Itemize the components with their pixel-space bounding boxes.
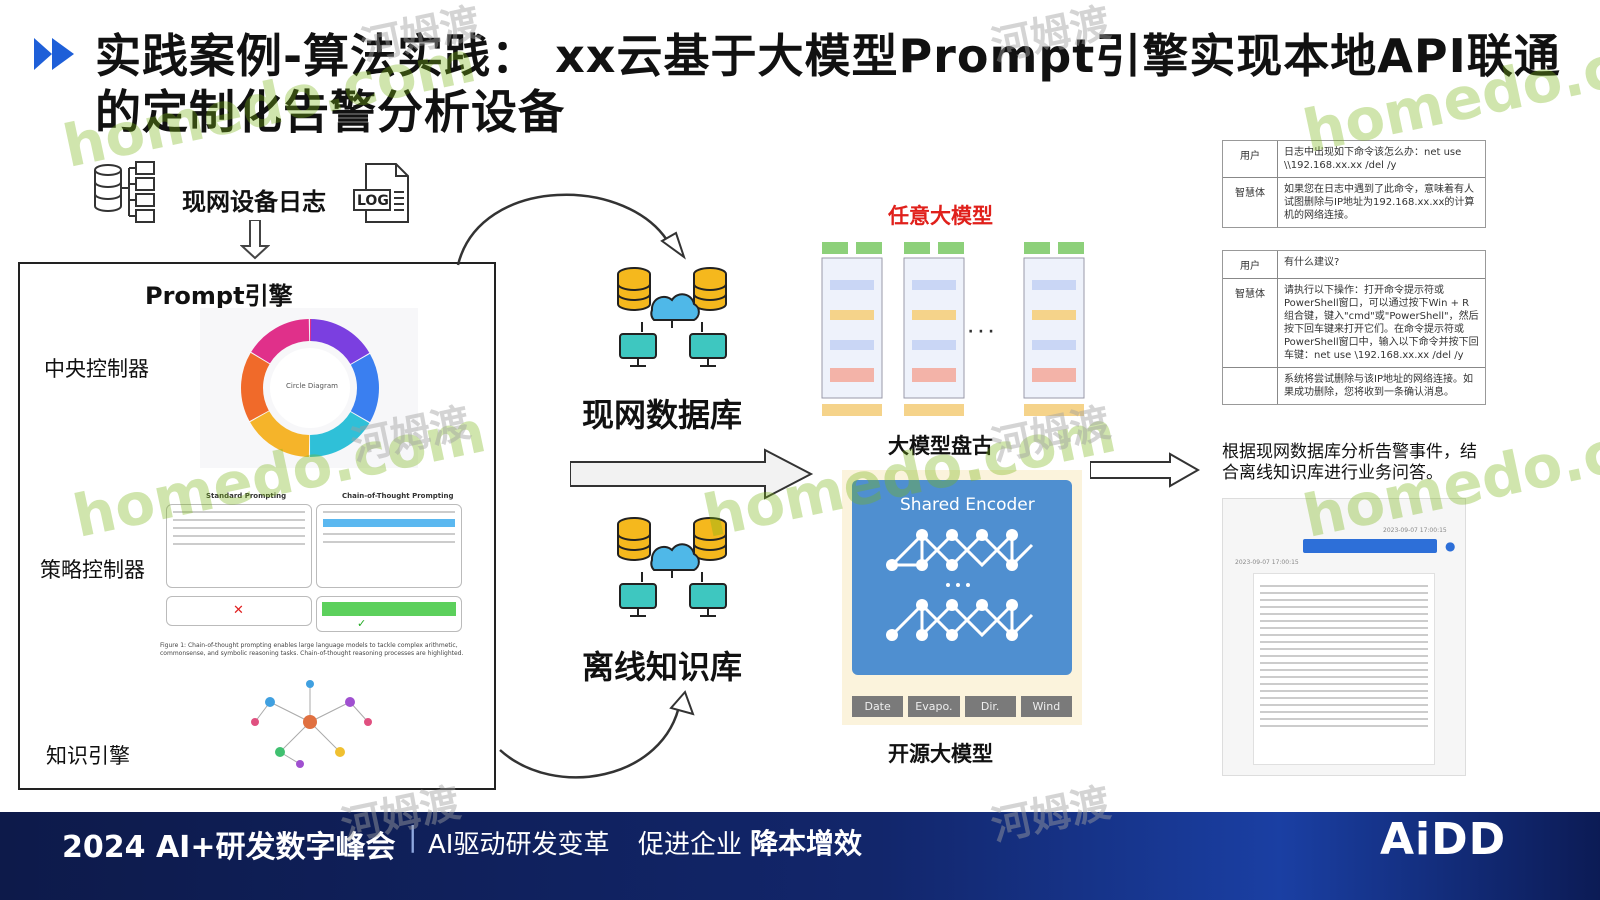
cot-prompting-label: Chain-of-Thought Prompting [342,492,454,500]
stack-ellipsis: · · · [968,324,994,340]
online-database-label: 现网数据库 [582,396,743,434]
figure-caption: Figure 1: Chain-of-thought prompting ena… [160,642,464,657]
slide-title: 实践案例-算法实践： xx云基于大模型Prompt引擎实现本地API联通的定制化… [95,29,1561,139]
prompt-engine-label: Prompt引擎 [145,282,293,310]
chat-message: 如果您在日志中遇到了此命令，意味着有人试图删除与IP地址为192.168.xx.… [1284,184,1475,221]
circle-diagram: Circle Diagram [200,308,418,468]
chat-panel-1: 用户日志中出现如下命令该怎么办：net use \\192.168.xx.xx … [1222,140,1486,228]
device-log-label: 现网设备日志 [182,188,326,216]
prompt-engine-box [18,262,496,790]
central-controller-label: 中央控制器 [44,357,149,381]
user-avatar-icon: ● [1445,539,1456,553]
cot-output-panel: ✓ [316,596,462,632]
chat-panel-2: 用户有什么建议? 智慧体请执行以下操作：打开命令提示符或PowerShell窗口… [1222,250,1486,405]
phone-user-bubble [1303,539,1437,553]
wrong-mark-icon: ✕ [233,603,244,618]
footer-slogan-highlight: 降本增效 [750,827,863,860]
right-arrow-middle [569,448,815,504]
strategy-controller-label: 策略控制器 [40,558,145,582]
chat-speaker: 用户 [1223,141,1278,177]
any-model-label: 任意大模型 [888,204,993,228]
chat-speaker: 用户 [1223,251,1278,278]
encoder-input-dir: Dir. [964,696,1016,717]
knowledge-graph-icon [240,672,380,776]
shared-encoder-label: Shared Encoder [900,495,1035,515]
open-source-model-diagram: Shared Encoder Date Evapo. Dir. Wind [842,470,1082,725]
circle-diagram-text: Circle Diagram [286,382,338,390]
chat-row: 系统将尝试删除与该IP地址的网络连接。如果成功删除，您将收到一条确认消息。 [1223,368,1485,404]
phone-chat-screenshot: 2023-09-07 17:00:15 ● 2023-09-07 17:00:1… [1222,498,1466,776]
title-arrow-icon [34,36,82,76]
chat-message: 系统将尝试删除与该IP地址的网络连接。如果成功删除，您将收到一条确认消息。 [1284,374,1473,398]
down-arrow-icon [239,219,271,264]
right-arrow-right [1089,452,1202,492]
footer-event: 2024 AI+研发数字峰会 [62,830,396,865]
log-file-icon [352,162,414,228]
open-source-model-label: 开源大模型 [888,742,993,766]
cot-prompting-figure: Standard Prompting Chain-of-Thought Prom… [160,490,468,665]
encoder-input-wind: Wind [1020,696,1072,717]
chat-row: 智慧体请执行以下操作：打开命令提示符或PowerShell窗口，可以通过按下Wi… [1223,279,1485,368]
curved-arrow-top [450,185,700,279]
encoder-inputs: Date Evapo. Dir. Wind [852,696,1072,717]
right-description: 根据现网数据库分析告警事件，结合离线知识库进行业务问答。 [1222,442,1477,483]
shared-encoder-box [852,480,1072,675]
correct-mark-icon: ✓ [357,617,367,630]
chat-row: 智慧体如果您在日志中遇到了此命令，意味着有人试图删除与IP地址为192.168.… [1223,178,1485,227]
standard-input-panel [166,504,312,588]
standard-prompting-label: Standard Prompting [206,492,287,500]
chat-message: 日志中出现如下命令该怎么办：net use \\192.168.xx.xx /d… [1284,147,1462,171]
offline-knowledge-icon [612,512,732,626]
footer-slogan-1: AI驱动研发变革 [428,830,610,860]
transformer-stack-diagram: · · · [800,240,1090,429]
chat-speaker: 智慧体 [1223,178,1278,227]
footer-separator: | [408,820,418,853]
phone-bot-reply [1253,573,1435,765]
footer-slogan-2: 促进企业 [638,830,743,860]
phone-date-2: 2023-09-07 17:00:15 [1235,559,1299,566]
offline-knowledge-label: 离线知识库 [582,648,743,686]
database-list-icon [92,160,160,228]
curved-arrow-bottom [495,690,705,794]
chat-row: 用户有什么建议? [1223,251,1485,279]
phone-date-1: 2023-09-07 17:00:15 [1383,527,1447,534]
footer-bar [0,812,1600,900]
pangu-model-label: 大模型盘古 [888,434,993,458]
standard-output-panel: ✕ [166,596,312,626]
chat-speaker [1223,368,1278,404]
encoder-input-evapo: Evapo. [908,696,960,717]
chat-row: 用户日志中出现如下命令该怎么办：net use \\192.168.xx.xx … [1223,141,1485,178]
log-icon-text: LOG [357,193,389,209]
chat-message: 请执行以下操作：打开命令提示符或PowerShell窗口，可以通过按下Win +… [1284,285,1479,361]
chat-message: 有什么建议? [1284,257,1340,268]
aidd-logo: AiDD [1380,814,1507,865]
knowledge-engine-label: 知识引擎 [46,744,130,768]
encoder-input-date: Date [852,696,904,717]
chat-speaker: 智慧体 [1223,279,1278,367]
cot-input-panel [316,504,462,588]
online-database-icon [612,262,732,376]
